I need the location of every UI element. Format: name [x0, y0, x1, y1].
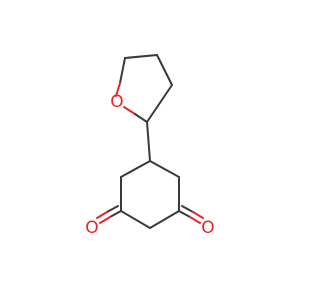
bond-c4-c5 [124, 54, 158, 59]
left-ketone-oxygen-label: O [85, 218, 98, 238]
bond-c2-c3 [146, 84, 173, 123]
bond-c2-c1 [149, 210, 180, 229]
cyclohexanedione-ring [120, 160, 180, 229]
thf-ring [115, 54, 173, 123]
bond-c3-o-left-1-dark [109, 210, 122, 218]
ring-oxygen-label: O [110, 92, 123, 112]
bond-c3-o-left-1-red [99, 216, 111, 224]
bond-c5-o1-dark [119, 57, 126, 84]
bond-c3-o-left-2-dark [106, 205, 119, 213]
left-carbonyl [96, 205, 122, 224]
bond-o1-c2-red [123, 106, 136, 115]
bond-o1-c2-dark [134, 113, 148, 123]
bond-c5-o1-red [115, 82, 121, 97]
molecule-structure: O O O [85, 54, 215, 238]
bond-c1-o-right-1-red [189, 216, 201, 224]
bond-c5-c4 [120, 160, 151, 178]
bond-c1-o-right-2-red [192, 211, 204, 219]
bond-c6-c5 [149, 160, 180, 178]
right-ketone-oxygen-label: O [201, 218, 214, 238]
bond-c2-c5ring [146, 121, 151, 162]
bond-c3-o-left-2-red [96, 211, 108, 219]
bond-c1-o-right-1-dark [178, 210, 191, 218]
bond-c1-o-right-2-dark [181, 205, 194, 213]
bond-c3-c2 [120, 210, 151, 229]
bond-c3-c4 [156, 54, 173, 86]
right-carbonyl [178, 205, 204, 224]
